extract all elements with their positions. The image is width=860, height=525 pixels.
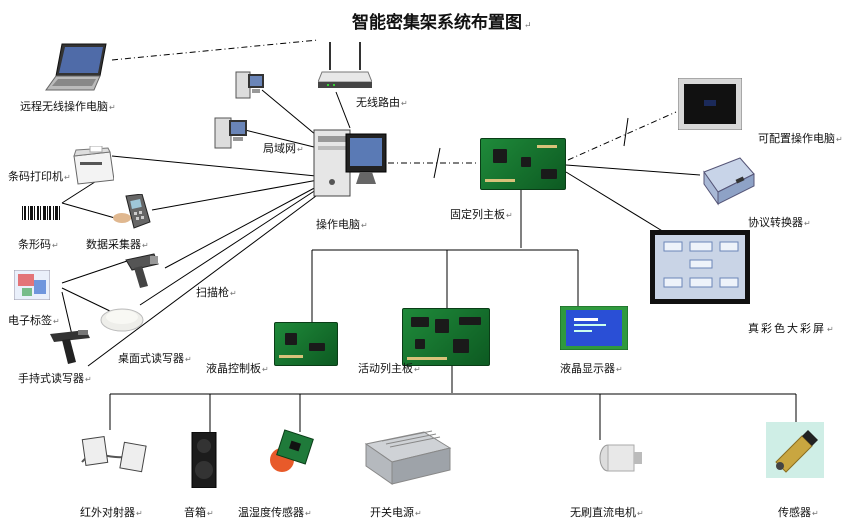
infrared-sensor-icon xyxy=(78,432,150,478)
speaker-icon xyxy=(190,431,218,489)
fixed-column-mainboard-icon xyxy=(480,138,566,190)
label-desktop-reader: 桌面式读写器 xyxy=(118,352,192,367)
lcd-display-icon xyxy=(559,305,629,351)
link-barcode-printer xyxy=(61,179,99,204)
label-bldc-motor: 无刷直流电机 xyxy=(570,506,644,521)
data-collector-icon xyxy=(112,193,152,230)
label-ir-sensor: 红外对射器 xyxy=(80,506,143,521)
link-tag-handheld xyxy=(61,291,73,336)
label-mobile-board: 活动列主板 xyxy=(358,362,421,377)
link-router-pc xyxy=(335,91,351,129)
label-barcode: 条形码 xyxy=(18,238,59,253)
label-fixed-board: 固定列主板 xyxy=(450,208,513,223)
label-true-color-screen: 真彩色大彩屏 xyxy=(748,322,836,337)
electronic-tag-icon xyxy=(13,269,51,301)
barcode-icon xyxy=(22,205,62,220)
label-scanner-gun: 扫描枪 xyxy=(196,286,237,301)
link-collector-pc xyxy=(151,179,319,211)
label-protocol-converter: 协议转换器 xyxy=(748,216,811,231)
link-lan2-pc xyxy=(244,129,319,149)
lan-computer-icon xyxy=(234,70,266,100)
link-barcode-collector xyxy=(61,202,123,221)
link-handheld-pc xyxy=(87,189,325,367)
label-barcode-printer: 条码打印机 xyxy=(8,170,71,185)
protocol-converter-icon xyxy=(700,152,756,206)
laptop-icon xyxy=(44,42,108,94)
proximity-sensor-icon xyxy=(766,422,824,478)
link-lan1-pc xyxy=(261,89,323,141)
panel-computer-icon xyxy=(677,77,743,131)
mobile-column-mainboard-icon xyxy=(402,308,490,366)
label-lcd-controller: 液晶控制板 xyxy=(206,362,269,377)
label-remote-pc: 远程无线操作电脑 xyxy=(20,100,116,115)
label-operator-pc: 操作电脑 xyxy=(316,218,368,233)
scanner-gun-icon xyxy=(124,252,166,288)
color-screen-icon xyxy=(650,230,750,304)
link-fixed-screen xyxy=(565,171,665,233)
label-lcd-display: 液晶显示器 xyxy=(560,362,623,377)
label-electronic-tag: 电子标签 xyxy=(8,314,60,329)
link-fixed-config xyxy=(567,111,677,161)
label-sensor: 传感器 xyxy=(778,506,819,521)
label-router: 无线路由 xyxy=(356,96,408,111)
label-power-supply: 开关电源 xyxy=(370,506,422,521)
label-speaker: 音箱 xyxy=(184,506,214,521)
link-tag-scanner xyxy=(61,259,131,284)
link-printer-pc xyxy=(111,155,317,177)
diagram-title: 智能密集架系统布置图 xyxy=(352,8,532,33)
desktop-computer-icon xyxy=(312,126,390,200)
link-scanner-pc xyxy=(164,184,321,269)
lcd-controller-board-icon xyxy=(274,322,338,366)
handheld-reader-icon xyxy=(50,330,92,364)
label-lan: 局域网 xyxy=(263,142,304,157)
desktop-reader-icon xyxy=(100,304,144,332)
label-temp-humidity: 温湿度传感器 xyxy=(238,506,312,521)
brushless-dc-motor-icon xyxy=(598,440,644,474)
lan-computer-icon xyxy=(213,116,249,150)
link-remote-router xyxy=(111,39,319,61)
link-tag-desktop xyxy=(61,287,113,313)
label-data-collector: 数据采集器 xyxy=(86,238,149,253)
power-supply-icon xyxy=(362,430,452,486)
barcode-printer-icon xyxy=(70,145,115,186)
label-handheld-reader: 手持式读写器 xyxy=(18,372,92,387)
router-icon xyxy=(317,38,373,92)
link-desktop-pc xyxy=(139,185,323,306)
label-config-pc: 可配置操作电脑 xyxy=(758,132,843,147)
link-fixed-protocol xyxy=(565,164,701,176)
temperature-humidity-sensor-icon xyxy=(268,428,316,476)
